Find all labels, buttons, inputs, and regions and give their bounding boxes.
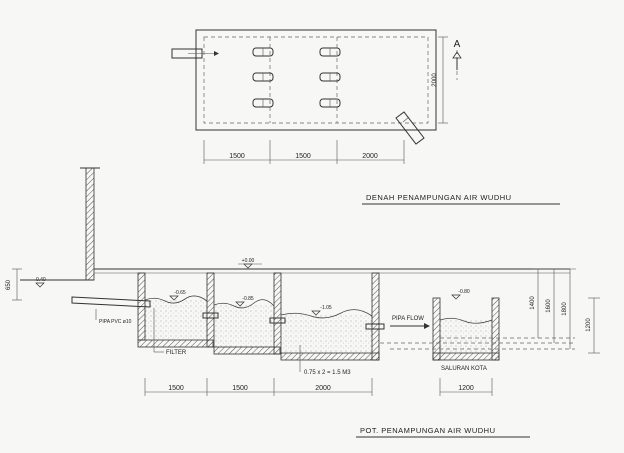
level-top: +0.00 [242,258,255,264]
section-dim-city: 1200 [458,385,474,392]
plan-texts: 1500 1500 2000 2000 A DENAH PENAMPUNGAN … [229,39,511,202]
section-view [12,167,600,438]
fitting-6 [319,98,341,108]
label-filter: FILTER [166,350,187,356]
plan-dim-2: 1500 [295,153,311,160]
tank-3 [280,272,380,361]
section-dim-1: 1500 [168,385,184,392]
section-texts: +0.00 -0.40 -0.65 -0.85 -1.05 -0.80 PIPA… [6,258,592,435]
plan-dimension-line [203,140,405,164]
right-dimensions [532,268,600,354]
label-pipe-pvc: PIPA PVC ø10 [99,319,132,325]
city-channel [432,297,500,361]
section-inlet-pipe [71,296,151,308]
right-dim-4: 1200 [586,318,592,332]
plan-inner-outline [203,36,429,124]
fitting-3 [252,98,274,108]
connector-pipe-2 [269,317,286,324]
right-dim-1: 1400 [530,296,536,310]
level-tank2: -0.85 [242,296,254,302]
vent-pipe [80,167,100,281]
plan-height-label: 2000 [432,73,438,87]
pipe-flow-arrow [390,323,430,329]
plan-outer-wall [195,29,437,131]
left-dimension [12,268,22,301]
label-volume: 0.75 x 2 = 1.5 M3 [304,370,351,376]
label-pipe-flow: PIPA FLOW [392,316,424,322]
plan-height-dimension [438,36,448,124]
section-marker-label: A [454,39,461,50]
tank-1 [137,272,215,348]
plan-dim-1: 1500 [229,153,245,160]
section-dimension-line [144,378,493,396]
level-inlet: -0.40 [34,277,46,283]
right-dim-2: 1600 [546,299,552,313]
connector-pipe-1 [202,312,219,319]
plan-title: DENAH PENAMPUNGAN AIR WUDHU [366,193,512,202]
tank-2 [213,272,282,355]
level-city: -0.80 [458,289,470,295]
level-markers [35,263,461,316]
fitting-5 [319,72,341,82]
level-tank1: -0.65 [174,290,186,296]
plan-dim-3: 2000 [362,153,378,160]
left-dim-label: 650 [6,279,12,290]
plan-fittings [252,47,341,108]
fitting-1 [252,47,274,57]
right-dim-3: 1800 [562,302,568,316]
connector-pipe-3 [365,323,385,330]
section-title: POT. PENAMPUNGAN AIR WUDHU [360,426,496,435]
level-tank3: -1.05 [320,305,332,311]
fitting-2 [252,72,274,82]
plan-outlet-pipe [395,111,425,145]
section-marker-a [452,50,462,80]
plan-inlet-pipe [171,48,219,59]
fitting-4 [319,47,341,57]
section-dim-3: 2000 [315,385,331,392]
section-dim-2: 1500 [232,385,248,392]
plan-view [171,29,560,205]
label-city-channel: SALURAN KOTA [441,366,487,372]
